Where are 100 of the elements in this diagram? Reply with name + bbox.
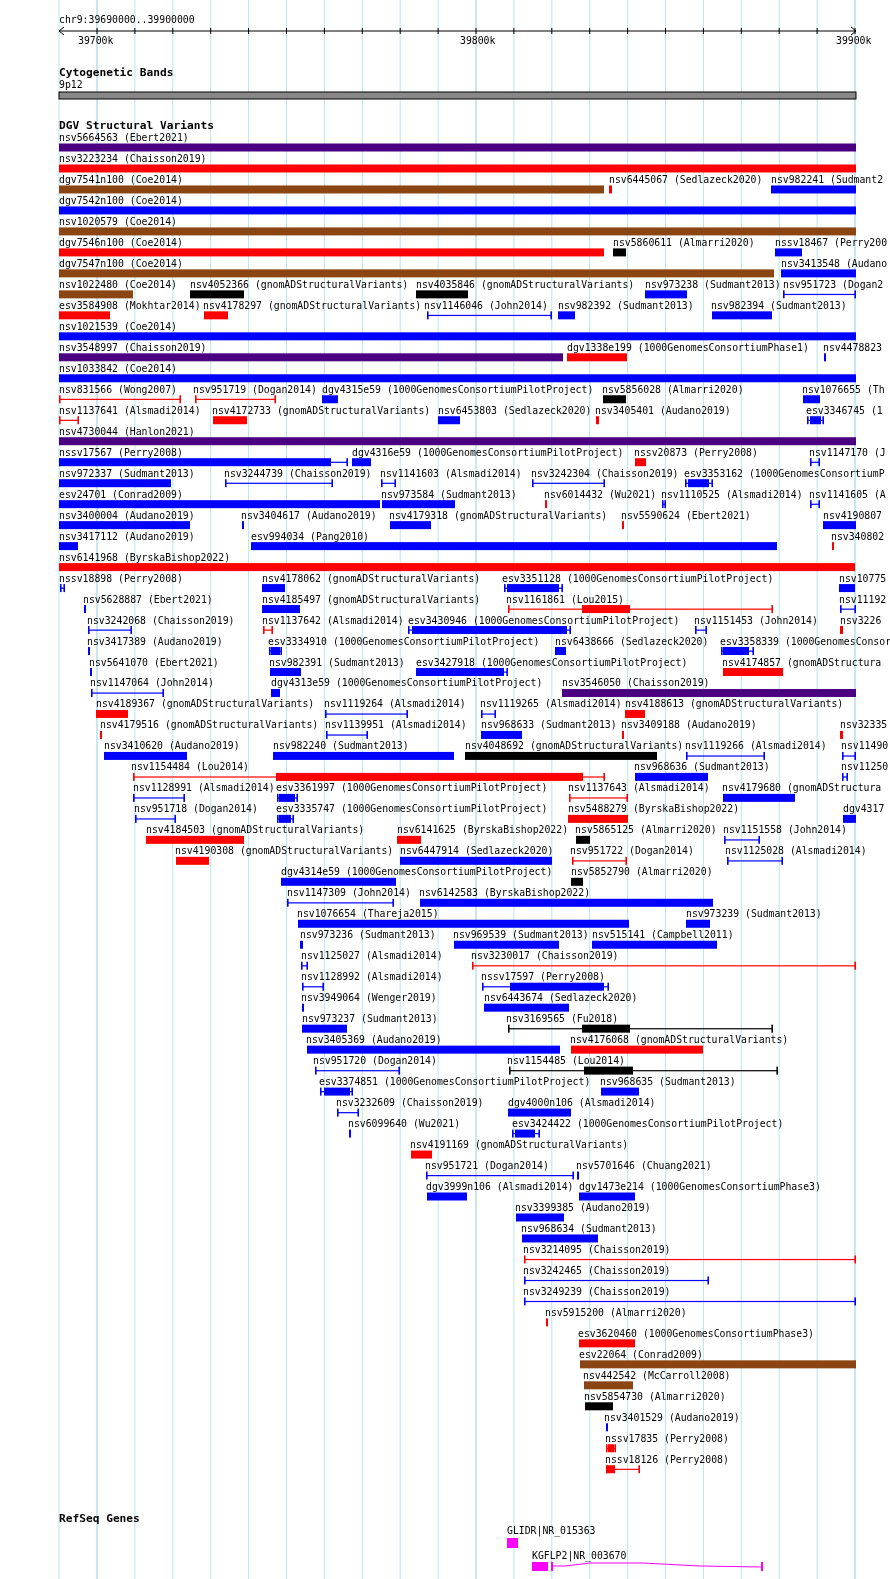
- axis-label: 39900k: [836, 35, 872, 47]
- variant-label: nsv1154485 (Lou2014): [507, 1055, 625, 1068]
- variant-label: nsv973236 (Sudmant2013): [300, 929, 436, 942]
- variant-label: nsv3223234 (Chaisson2019): [59, 152, 207, 165]
- variant-label: nsv4191169 (gnomADStructuralVariants): [410, 1139, 629, 1152]
- variant-label: esv3346745 (1: [806, 404, 883, 417]
- variant-label: nsv6443674 (Sedlazeck2020): [484, 992, 638, 1005]
- variant-label: nsv3242465 (Chaisson2019): [523, 1264, 671, 1277]
- variant-label: nssv18126 (Perry2008): [605, 1453, 729, 1466]
- variant-label: nsv11250: [841, 761, 889, 774]
- variant-label: nssv17567 (Perry2008): [59, 446, 183, 459]
- variant-label: dgv1473e214 (1000GenomesConsortiumPhase3): [579, 1181, 821, 1193]
- variant-label: nsv1033842 (Coe2014): [59, 362, 177, 375]
- variant-label: nsv1147064 (John2014): [90, 677, 214, 690]
- variant-label: nsv6447914 (Sedlazeck2020): [400, 845, 554, 858]
- variant-label: nsv5628887 (Ebert2021): [83, 593, 213, 606]
- variant-label: nsv3417389 (Audano2019): [87, 635, 223, 648]
- variant-label: nsv973239 (Sudmant2013): [686, 908, 822, 921]
- track-title: DGV Structural Variants: [59, 120, 214, 132]
- variant-label: nsv4178297 (gnomADStructuralVariants): [203, 299, 422, 312]
- variant-label: nsv1151453 (John2014): [694, 614, 818, 627]
- feature-label: 9p12: [59, 79, 83, 91]
- variant-label: nsv3400004 (Audano2019): [59, 509, 195, 522]
- variant-label: nsv5664563 (Ebert2021): [59, 132, 189, 144]
- variant-label: nsv973238 (Sudmant2013): [645, 278, 781, 291]
- variant-label: esv3358339 (1000GenomesConsor: [720, 635, 890, 648]
- variant-label: nsv3546050 (Chaisson2019): [562, 677, 710, 690]
- variant-label: esv24701 (Conrad2009): [59, 488, 183, 501]
- variant-label: nssv17835 (Perry2008): [605, 1432, 729, 1445]
- variant-label: nsv1110525 (Alsmadi2014): [661, 488, 803, 501]
- variant-label: nsv3409188 (Audano2019): [621, 719, 757, 732]
- variant-label: nsv6438666 (Sedlazeck2020): [555, 635, 709, 648]
- variant-label: nsv5915200 (Almarri2020): [545, 1306, 687, 1319]
- variant-label: nsv5865125 (Almarri2020): [575, 824, 717, 837]
- variant-label: esv3424422 (1000GenomesConsortiumPilotProject): [512, 1118, 784, 1131]
- variant-label: nsv1147309 (John2014): [287, 887, 411, 900]
- variant-label: nsv1119264 (Alsmadi2014): [324, 698, 466, 711]
- variant-label: nsv6099640 (Wu2021): [348, 1118, 461, 1131]
- variant-label: nsv5641070 (Ebert2021): [89, 656, 219, 669]
- variant-label: nsv982391 (Sudmant2013): [269, 656, 405, 669]
- variant-label: nsv1119266 (Alsmadi2014): [685, 740, 827, 753]
- variant-label: nsv3410620 (Audano2019): [104, 740, 240, 753]
- variant-label: nsv515141 (Campbell2011): [592, 929, 734, 942]
- variant-label: nsv4179318 (gnomADStructuralVariants): [389, 509, 608, 522]
- variant-label: nsv4190807: [823, 509, 882, 522]
- variant-label: nsv442542 (McCarroll2008): [583, 1369, 731, 1382]
- variant-label: nsv5856028 (Almarri2020): [602, 383, 744, 396]
- variant-label: nsv4035846 (gnomADStructuralVariants): [416, 278, 635, 291]
- variant-label: nsv4185497 (gnomADStructuralVariants): [262, 593, 481, 606]
- variant-label: esv3374851 (1000GenomesConsortiumPilotProject): [319, 1076, 591, 1089]
- variant-label: dgv4316e59 (1000GenomesConsortiumPilotProject): [352, 446, 624, 459]
- variant-label: nsv3405369 (Audano2019): [306, 1034, 442, 1047]
- variant-label: nsv951718 (Dogan2014): [134, 803, 258, 816]
- variant-label: nsv982394 (Sudmant2013): [711, 299, 847, 312]
- variant-label: nsv1137641 (Alsmadi2014): [59, 404, 201, 417]
- variant-label: nsv969539 (Sudmant2013): [453, 929, 589, 942]
- variant-label: nsv968636 (Sudmant2013): [634, 761, 770, 774]
- variant-label: nsv6141968 (ByrskaBishop2022): [59, 551, 231, 564]
- variant-label: nsv973584 (Sudmant2013): [381, 488, 517, 501]
- variant-label: esv3335747 (1000GenomesConsortiumPilotProject): [276, 803, 548, 816]
- variant-label: dgv4000n106 (Alsmadi2014): [508, 1097, 656, 1110]
- variant-label: nsv5852790 (Almarri2020): [571, 866, 713, 879]
- variant-label: nsv6453803 (Sedlazeck2020): [438, 404, 592, 417]
- variant-label: nsv982241 (Sudmant2: [771, 173, 884, 186]
- variant-label: nsv6142583 (ByrskaBishop2022): [419, 887, 591, 900]
- variant-label: nsv340802: [831, 530, 885, 543]
- variant-label: dgv4313e59 (1000GenomesConsortiumPilotProject): [271, 677, 543, 690]
- variant-label: nsv951719 (Dogan2014): [193, 383, 317, 396]
- variant-label: nsv3413548 (Audano: [781, 257, 888, 270]
- variant-label: nsv3242068 (Chaisson2019): [87, 614, 235, 627]
- variant-label: nsv6014432 (Wu2021): [544, 488, 657, 501]
- variant-label: nsv4048692 (gnomADStructuralVariants): [465, 740, 684, 753]
- track-title: RefSeq Genes: [59, 1513, 140, 1525]
- variant-label: nsv982240 (Sudmant2013): [273, 740, 409, 753]
- variant-label: nsv3404617 (Audano2019): [241, 509, 377, 522]
- variant-label: nsv968633 (Sudmant2013): [481, 719, 617, 732]
- variant-label: nsv4190308 (gnomADStructuralVariants): [175, 845, 394, 858]
- variant-label: nsv1125028 (Alsmadi2014): [725, 845, 867, 858]
- variant-label: esv994034 (Pang2010): [251, 530, 369, 543]
- variant-label: nsv1139951 (Alsmadi2014): [325, 719, 467, 732]
- variant-label: nsv3214095 (Chaisson2019): [523, 1243, 671, 1256]
- variant-label: dgv3999n106 (Alsmadi2014): [426, 1181, 574, 1193]
- variant-label: nsv10775: [839, 572, 887, 585]
- variant-label: nsv3169565 (Fu2018): [506, 1013, 619, 1026]
- variant-label: nsv3242304 (Chaisson2019): [531, 467, 679, 480]
- variant-label: nsv5854730 (Almarri2020): [584, 1390, 726, 1403]
- variant-label: nsv951721 (Dogan2014): [425, 1160, 549, 1172]
- variant-label: nsv1076655 (Th: [802, 383, 885, 396]
- variant-label: dgv7547n100 (Coe2014): [59, 257, 183, 270]
- variant-label: nsv3401529 (Audano2019): [604, 1411, 740, 1424]
- variant-label: nsv1137643 (Alsmadi2014): [568, 782, 710, 795]
- variant-label: nsv4189367 (gnomADStructuralVariants): [96, 698, 315, 711]
- variant-label: nsv1020579 (Coe2014): [59, 215, 177, 228]
- variant-label: dgv7546n100 (Coe2014): [59, 236, 183, 249]
- variant-label: nsv3249239 (Chaisson2019): [523, 1285, 671, 1298]
- variant-label: dgv4317: [843, 803, 885, 816]
- variant-label: nsv11490: [841, 740, 889, 753]
- variant-label: nssv18467 (Perry200: [775, 236, 888, 249]
- variant-label: nsv3230017 (Chaisson2019): [471, 950, 619, 963]
- variant-label: nssv18898 (Perry2008): [59, 572, 183, 585]
